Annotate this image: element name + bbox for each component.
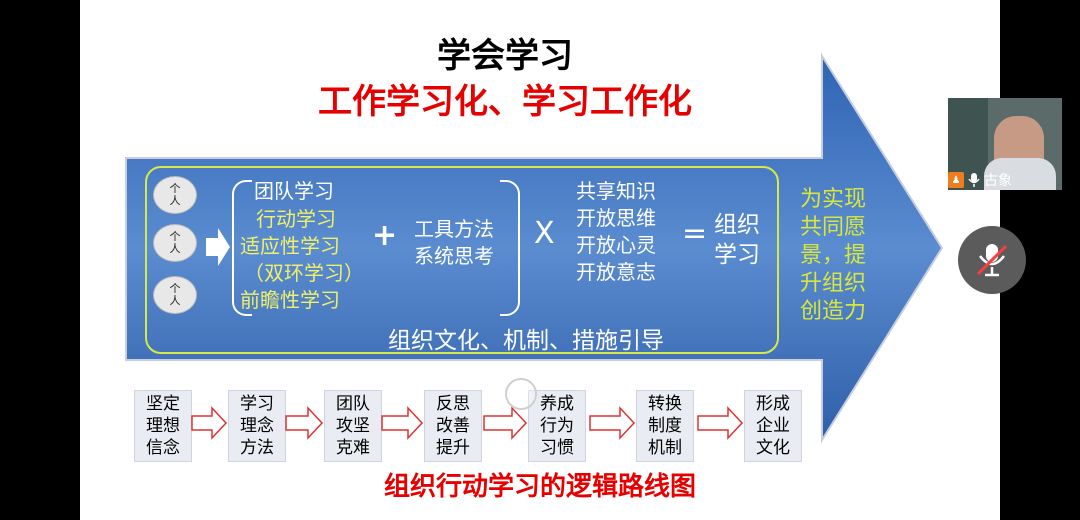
step-4: 反思改善提升 — [424, 390, 482, 462]
pointer-arrow — [206, 228, 230, 266]
goal-line-2: 共同愿 — [800, 215, 867, 240]
goal-line-4: 升组织 — [800, 271, 867, 296]
step-arrow-6 — [697, 406, 744, 440]
goal-line-5: 创造力 — [800, 299, 867, 324]
goal-line-3: 景，提 — [800, 243, 867, 268]
step-arrow-3 — [381, 406, 424, 440]
equals-sign: = — [682, 216, 708, 251]
adaptive-learning: 适应性学习 — [240, 234, 340, 258]
step-arrow-1 — [191, 406, 228, 440]
times-sign: X — [534, 216, 555, 251]
learning-panel — [145, 166, 779, 354]
step-5: 养成行为习惯 — [528, 390, 586, 462]
plus-sign: + — [372, 218, 398, 253]
step-arrow-2 — [285, 406, 324, 440]
open-mind: 开放思维 — [576, 206, 656, 230]
host-icon: ♟ — [948, 172, 964, 188]
forward-learning: 前瞻性学习 — [240, 288, 340, 312]
step-3: 团队攻坚克难 — [324, 390, 382, 462]
right-bracket — [500, 180, 520, 316]
step-7: 形成企业文化 — [744, 390, 802, 462]
step-arrow-5 — [589, 406, 636, 440]
step-arrow-4 — [483, 406, 528, 440]
participant-name-tag: ♟ 古象 — [948, 170, 1012, 190]
slide-subtitle: 工作学习化、学习工作化 — [318, 82, 692, 122]
person-circle-3: 个人 — [153, 276, 197, 314]
open-heart: 开放心灵 — [576, 233, 656, 257]
result-line-1: 组织 — [714, 212, 760, 238]
slide-title: 学会学习 — [437, 36, 573, 76]
share-knowledge: 共享知识 — [576, 179, 656, 203]
microphone-icon — [968, 173, 980, 187]
pointer-cursor — [505, 378, 537, 410]
mute-microphone-button[interactable] — [958, 226, 1026, 294]
systems-thinking: 系统思考 — [414, 244, 494, 268]
mic-off-icon — [976, 244, 1008, 277]
guide-text: 组织文化、机制、措施引导 — [388, 328, 664, 354]
step-2: 学习理念方法 — [228, 390, 286, 462]
double-loop-learning: （双环学习） — [244, 261, 364, 285]
result-line-2: 学习 — [714, 242, 760, 268]
action-learning: 行动学习 — [256, 207, 336, 231]
step-6: 转换制度机制 — [636, 390, 694, 462]
goal-line-1: 为实现 — [800, 187, 867, 212]
open-will: 开放意志 — [576, 260, 656, 284]
person-circle-1: 个人 — [153, 176, 197, 214]
participant-shirt — [984, 158, 1056, 190]
person-circle-2: 个人 — [153, 224, 197, 262]
team-learning: 团队学习 — [254, 179, 334, 203]
roadmap-title: 组织行动学习的逻辑路线图 — [383, 472, 696, 502]
tool-methods: 工具方法 — [414, 217, 494, 241]
participant-name: 古象 — [984, 173, 1012, 189]
step-1: 坚定理想信念 — [134, 390, 192, 462]
left-bracket — [232, 180, 252, 316]
